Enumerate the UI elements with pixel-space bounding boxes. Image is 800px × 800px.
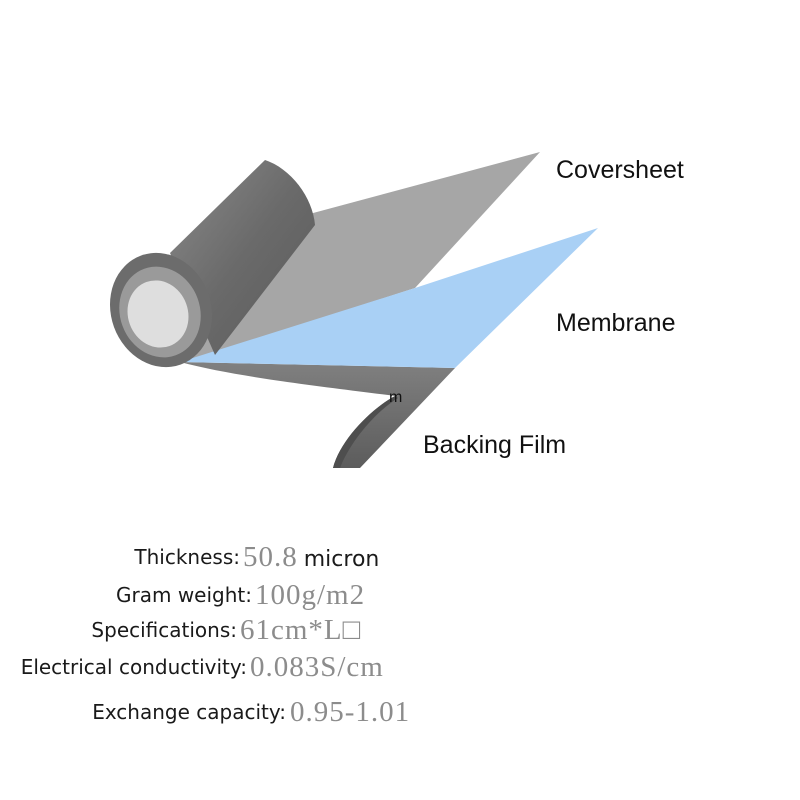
spec-value: 100g/m2 bbox=[255, 578, 366, 611]
spec-row-specifications: Specifications: 61cm*L□ bbox=[0, 610, 800, 650]
spec-key: Gram weight: bbox=[116, 583, 252, 607]
spec-value: 0.083S/cm bbox=[250, 650, 384, 683]
roll-core bbox=[127, 280, 189, 348]
membrane-roll-diagram: Coversheet Membrane m Backing Film bbox=[109, 152, 684, 468]
coversheet-sheet bbox=[185, 152, 540, 362]
spec-row-gram-weight: Gram weight: 100g/m2 bbox=[0, 575, 800, 615]
membrane-label: Membrane bbox=[556, 309, 676, 337]
m-label: m bbox=[389, 389, 403, 406]
spec-key: Thickness: bbox=[134, 545, 240, 569]
spec-key: Specifications: bbox=[91, 618, 237, 642]
spec-key: Electrical conductivity: bbox=[20, 655, 247, 679]
spec-row-exchange-capacity: Exchange capacity: 0.95-1.01 bbox=[0, 692, 800, 732]
spec-value-unit: micron bbox=[303, 546, 380, 572]
backing-film-label: Backing Film bbox=[423, 431, 567, 459]
roll-illustration bbox=[109, 152, 598, 468]
membrane-sheet bbox=[180, 228, 598, 368]
spec-row-electrical-conductivity: Electrical conductivity: 0.083S/cm bbox=[0, 647, 800, 687]
backing-film-sheet bbox=[180, 362, 455, 468]
spec-key: Exchange capacity: bbox=[92, 700, 286, 724]
spec-value: 61cm*L□ bbox=[240, 613, 362, 646]
backing-film-curl bbox=[333, 396, 398, 468]
spec-value-number: 50.8 bbox=[243, 540, 298, 573]
spec-value: 0.95-1.01 bbox=[290, 695, 411, 728]
coversheet-label: Coversheet bbox=[556, 156, 684, 184]
